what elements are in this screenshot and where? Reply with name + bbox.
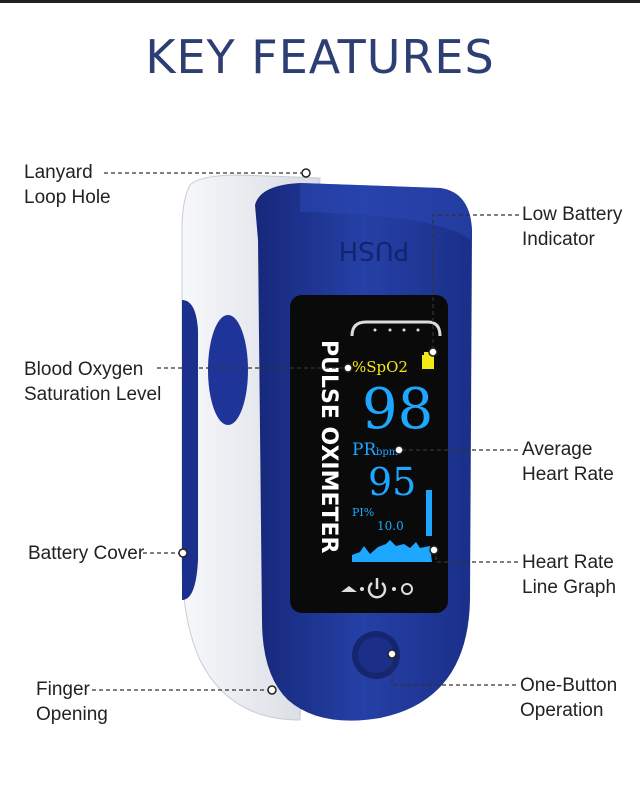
callout-line: Heart Rate (522, 552, 614, 573)
callout-line: Line Graph (522, 577, 617, 598)
battery-icon (422, 355, 434, 369)
top-border (0, 0, 640, 3)
callout-line: Saturation Level (24, 384, 162, 405)
callout-heart-rate-graph: Heart Rate Line Graph (522, 550, 616, 600)
pr-value: 95 (368, 460, 416, 504)
callout-average-heart-rate: Average Heart Rate (522, 437, 614, 487)
shell-side-strip (182, 300, 198, 600)
callout-finger-opening: Finger Opening (36, 677, 108, 727)
page-title: KEY FEATURES (145, 30, 495, 84)
power-icon (367, 578, 387, 599)
display-screen (290, 295, 448, 613)
callout-line: Battery Cover (28, 543, 145, 564)
callout-battery-cover: Battery Cover (28, 541, 144, 566)
callout-line: Operation (520, 700, 604, 721)
pr-label: PR (352, 440, 377, 460)
heart-rate-waveform (352, 540, 432, 562)
brand-vertical-text: PULSE OXIMETER (316, 340, 341, 554)
pi-value: 10.0 (377, 519, 404, 533)
callout-one-button: One-Button Operation (520, 673, 617, 723)
side-latch (208, 315, 248, 425)
spo2-value: 98 (362, 377, 433, 442)
callout-line: Lanyard (24, 162, 93, 183)
signal-icon (341, 586, 357, 592)
callout-line: Finger (36, 679, 90, 700)
callout-line: Low Battery (522, 204, 623, 225)
callout-low-battery: Low Battery Indicator (522, 202, 622, 252)
pi-label: PI% (352, 506, 374, 519)
callout-line: Loop Hole (24, 187, 111, 208)
pr-unit: bpm (376, 447, 399, 458)
callout-line: Average (522, 439, 593, 460)
callout-lanyard-loop-hole: Lanyard Loop Hole (24, 160, 111, 210)
callout-line: One-Button (520, 675, 618, 696)
callout-blood-oxygen: Blood Oxygen Saturation Level (24, 357, 161, 407)
callout-line: Indicator (522, 229, 595, 250)
callout-line: Opening (36, 704, 108, 725)
pulse-strength-bar (426, 490, 432, 536)
callout-line: Blood Oxygen (24, 359, 144, 380)
callout-line: Heart Rate (522, 464, 614, 485)
push-embossed-text: PUSH (339, 235, 410, 265)
refresh-icon (401, 583, 413, 595)
battery-arc (350, 320, 442, 337)
spo2-label: %SpO2 (352, 358, 408, 376)
